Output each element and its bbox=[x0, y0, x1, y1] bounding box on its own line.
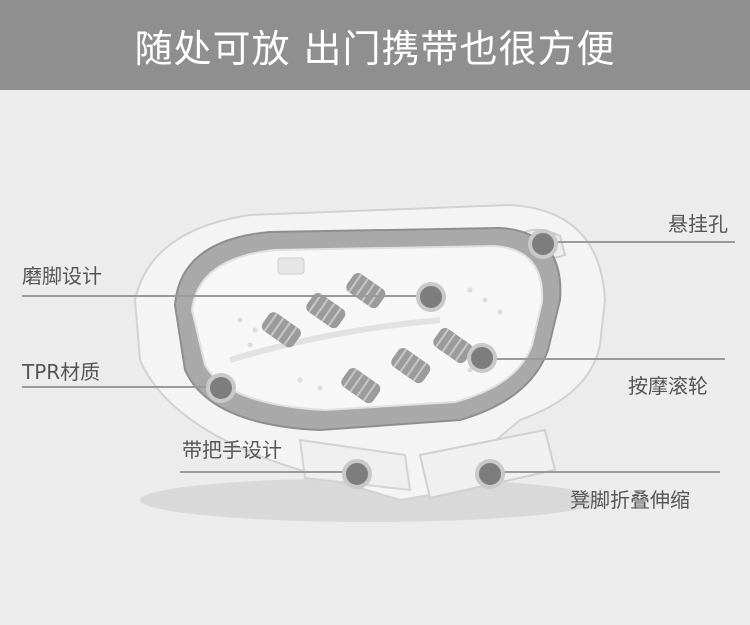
callout-line-massage-rollers bbox=[480, 358, 725, 360]
callout-label-stool-foldable: 凳脚折叠伸缩 bbox=[570, 488, 690, 512]
callout-line-hang-hole bbox=[540, 241, 735, 243]
callout-dot-material bbox=[206, 373, 236, 403]
banner-title: 随处可放 出门携带也很方便 bbox=[134, 26, 616, 71]
callout-line-material bbox=[22, 386, 222, 388]
header-banner: 随处可放 出门携带也很方便 bbox=[0, 0, 750, 90]
callout-label-handle-design: 带把手设计 bbox=[182, 438, 282, 462]
callout-dot-massage-rollers bbox=[467, 343, 497, 373]
callout-dot-stool-foldable bbox=[475, 459, 505, 489]
foot-basin-illustration bbox=[133, 203, 607, 522]
callout-line-stool-foldable bbox=[490, 471, 720, 473]
callout-label-massage-rollers: 按摩滚轮 bbox=[628, 374, 708, 398]
callout-dot-handle-design bbox=[342, 459, 372, 489]
callout-label-hang-hole: 悬挂孔 bbox=[668, 212, 728, 236]
callout-line-design-foot bbox=[22, 295, 432, 297]
callout-label-design-foot: 磨脚设计 bbox=[22, 264, 102, 288]
callout-line-handle-design bbox=[180, 471, 355, 473]
handle-slot bbox=[277, 257, 305, 275]
center-ridge bbox=[229, 317, 441, 363]
callout-label-material: TPR材质 bbox=[22, 360, 101, 384]
massage-rollers bbox=[261, 273, 473, 404]
massage-nubs bbox=[237, 287, 503, 391]
callout-dot-hang-hole bbox=[528, 229, 558, 259]
callout-dot-design-foot bbox=[416, 282, 446, 312]
basin-shadow bbox=[140, 478, 600, 522]
